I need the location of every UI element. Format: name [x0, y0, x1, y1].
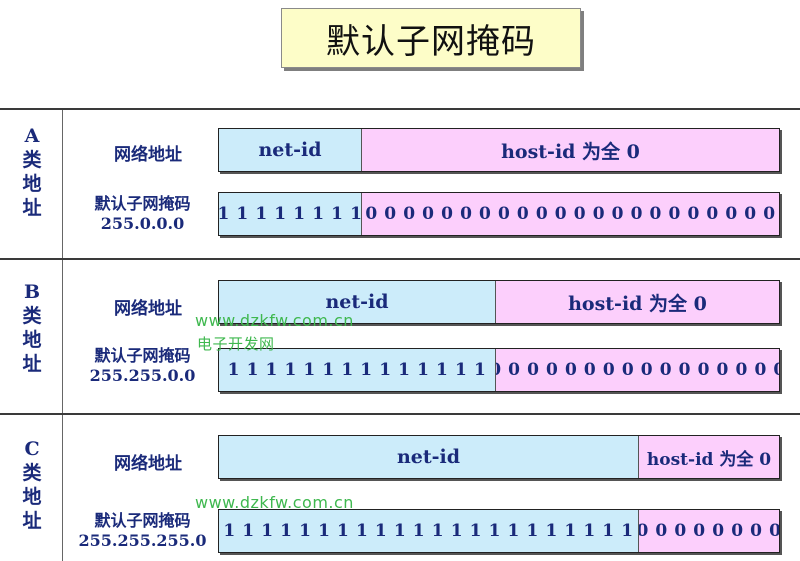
- class-c-label: C 类 地 址: [20, 437, 44, 533]
- net-id-segment: net-id: [219, 129, 362, 171]
- class-c-section: C 类 地 址 网络地址 net-id host-id 为全 0 默认子网掩码 …: [0, 413, 800, 561]
- class-a-section: A 类 地 址 网络地址 net-id host-id 为全 0 默认子网掩码 …: [0, 108, 800, 258]
- mask-ones-segment: 1 1 1 1 1 1 1 1 1 1 1 1 1 1 1 1: [219, 349, 496, 391]
- class-b-label: B 类 地 址: [20, 280, 44, 376]
- mask-value: 255.0.0.0: [100, 214, 185, 233]
- host-id-segment: host-id 为全 0: [362, 129, 779, 171]
- network-address-label: 网络地址: [114, 299, 182, 319]
- class-char: 类: [22, 305, 42, 327]
- class-char: 址: [22, 353, 42, 375]
- class-char: 地: [22, 486, 42, 508]
- host-id-segment: host-id 为全 0: [496, 281, 779, 323]
- class-char: 类: [22, 149, 42, 171]
- class-c-address-bar: net-id host-id 为全 0: [218, 435, 780, 479]
- host-id-segment: host-id 为全 0: [639, 436, 779, 478]
- default-mask-label: 默认子网掩码 255.0.0.0: [70, 194, 215, 234]
- class-c-label-column: C 类 地 址: [0, 415, 63, 561]
- class-b-section: B 类 地 址 网络地址 net-id host-id 为全 0 默认子网掩码 …: [0, 258, 800, 413]
- class-letter: C: [24, 438, 40, 460]
- mask-ones-segment: 1 1 1 1 1 1 1 1 1 1 1 1 1 1 1 1 1 1 1 1 …: [219, 510, 639, 552]
- class-char: 址: [22, 197, 42, 219]
- mask-label-text: 默认子网掩码: [94, 511, 191, 530]
- class-letter: A: [24, 125, 40, 147]
- mask-zeros-segment: 0 0 0 0 0 0 0 0 0 0 0 0 0 0 0 0: [496, 349, 779, 391]
- mask-zeros-segment: 0 0 0 0 0 0 0 0 0 0 0 0 0 0 0 0 0 0 0 0 …: [362, 193, 779, 235]
- class-b-address-bar: net-id host-id 为全 0: [218, 280, 780, 324]
- class-char: 址: [22, 510, 42, 532]
- class-c-mask-bar: 1 1 1 1 1 1 1 1 1 1 1 1 1 1 1 1 1 1 1 1 …: [218, 509, 780, 553]
- class-b-label-column: B 类 地 址: [0, 260, 63, 413]
- default-mask-label: 默认子网掩码 255.255.0.0: [70, 346, 215, 386]
- mask-label-text: 默认子网掩码: [94, 194, 191, 213]
- class-b-mask-bar: 1 1 1 1 1 1 1 1 1 1 1 1 1 1 1 1 0 0 0 0 …: [218, 348, 780, 392]
- net-id-segment: net-id: [219, 436, 639, 478]
- class-a-mask-bar: 1 1 1 1 1 1 1 1 0 0 0 0 0 0 0 0 0 0 0 0 …: [218, 192, 780, 236]
- mask-ones-segment: 1 1 1 1 1 1 1 1: [219, 193, 362, 235]
- net-id-segment: net-id: [219, 281, 496, 323]
- class-letter: B: [23, 281, 41, 303]
- network-address-label: 网络地址: [114, 145, 182, 165]
- class-a-address-bar: net-id host-id 为全 0: [218, 128, 780, 172]
- page-title: 默认子网掩码: [281, 8, 581, 68]
- watermark-url: www.dzkfw.com.cn: [195, 493, 354, 512]
- default-mask-label: 默认子网掩码 255.255.255.0: [70, 511, 215, 551]
- mask-value: 255.255.0.0: [89, 366, 196, 385]
- mask-zeros-segment: 0 0 0 0 0 0 0 0: [639, 510, 779, 552]
- class-char: 地: [22, 329, 42, 351]
- mask-label-text: 默认子网掩码: [94, 346, 191, 365]
- class-a-label-column: A 类 地 址: [0, 110, 63, 258]
- network-address-label: 网络地址: [114, 454, 182, 474]
- mask-value: 255.255.255.0: [78, 531, 207, 550]
- watermark-name: 电子开发网: [197, 335, 275, 353]
- class-char: 地: [22, 173, 42, 195]
- class-a-label: A 类 地 址: [20, 124, 44, 220]
- class-char: 类: [22, 462, 42, 484]
- watermark-url: www.dzkfw.com.cn: [195, 311, 354, 330]
